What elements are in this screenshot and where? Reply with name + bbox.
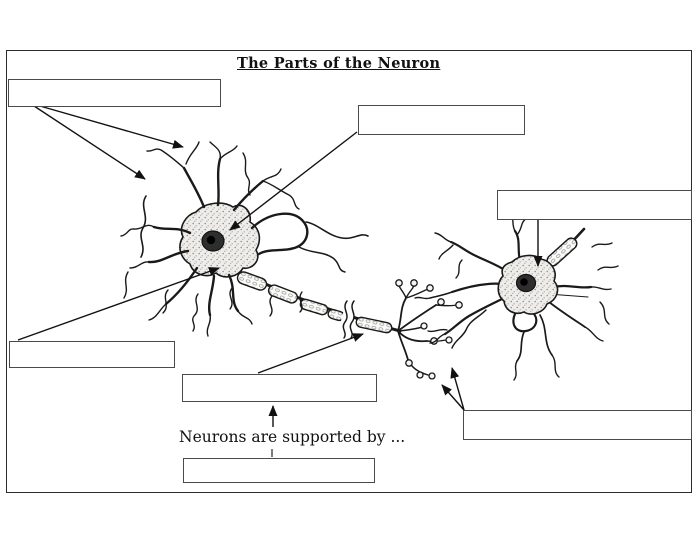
axon-terminals bbox=[395, 279, 463, 380]
right-neuron bbox=[414, 211, 619, 381]
answer-box-bottom-right[interactable] bbox=[463, 410, 692, 440]
answer-box-bottom-middle[interactable] bbox=[182, 374, 377, 402]
pointer-arrow bbox=[30, 103, 146, 180]
answer-box-middle-left[interactable] bbox=[9, 341, 175, 368]
myelin-sheath bbox=[236, 271, 393, 334]
right-dendrite-tips bbox=[414, 211, 619, 381]
pointer-arrow bbox=[450, 367, 465, 411]
support-caption: Neurons are supported by ... bbox=[179, 428, 406, 446]
pointer-arrow bbox=[32, 103, 184, 149]
synaptic-boutons bbox=[395, 279, 463, 380]
answer-box-right[interactable] bbox=[497, 190, 692, 220]
dendrites bbox=[147, 157, 309, 317]
answer-box-top-left[interactable] bbox=[8, 79, 221, 107]
cell-body bbox=[179, 202, 261, 278]
axon-break bbox=[339, 300, 356, 339]
worksheet-title: The Parts of the Neuron bbox=[237, 55, 441, 72]
pointer-arrow bbox=[17, 267, 220, 341]
pointer-arrow bbox=[229, 131, 358, 231]
worksheet-frame bbox=[6, 50, 692, 493]
right-cell-body bbox=[497, 254, 559, 315]
right-nucleus bbox=[515, 273, 537, 293]
pointer-arrows bbox=[17, 103, 543, 457]
dendrite-tips bbox=[120, 141, 369, 337]
nucleus bbox=[201, 230, 225, 252]
answer-box-bottom-center[interactable] bbox=[183, 458, 375, 483]
pointer-arrow bbox=[441, 384, 465, 411]
pointer-arrow bbox=[257, 333, 364, 374]
answer-box-top-middle[interactable] bbox=[358, 105, 525, 135]
